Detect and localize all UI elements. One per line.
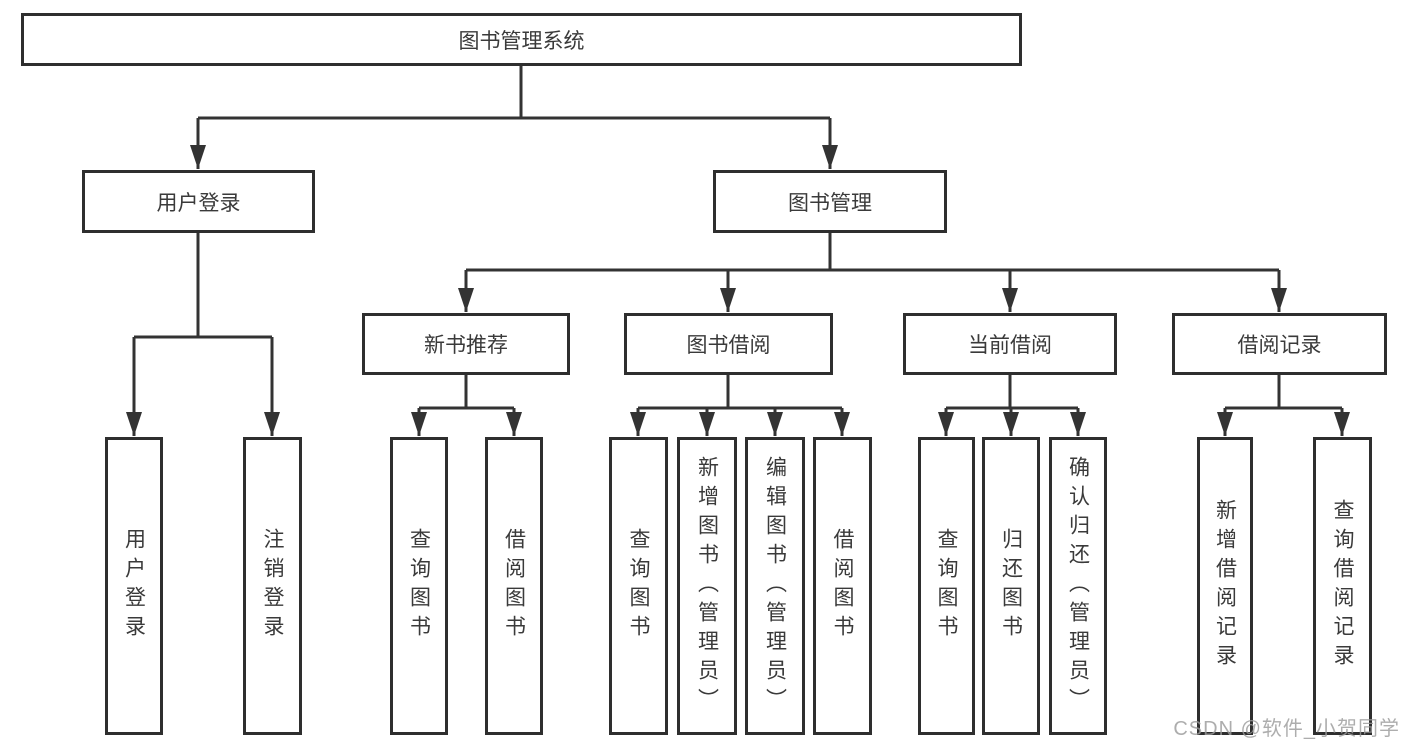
node-label: 图书管理 (788, 191, 872, 215)
node-label: 借阅图书 (502, 528, 526, 644)
leaf-borrow-books-recommend: 借阅图书 (485, 437, 543, 735)
node-label: 查询借阅记录 (1331, 499, 1354, 673)
node-label: 查询图书 (935, 528, 958, 644)
node-label: 用户登录 (122, 528, 146, 644)
node-label: 归还图书 (999, 528, 1023, 644)
leaf-query-borrow-record: 查询借阅记录 (1313, 437, 1372, 735)
node-label: 查询图书 (627, 528, 650, 644)
node-book-management: 图书管理 (713, 170, 947, 233)
node-label: 图书管理系统 (458, 29, 585, 53)
node-new-book-recommendation: 新书推荐 (362, 313, 570, 375)
node-label: 确认归还（管理员） (1066, 455, 1090, 717)
node-label: 注销登录 (261, 528, 284, 644)
node-current-borrowing: 当前借阅 (903, 313, 1117, 375)
node-user-login: 用户登录 (82, 170, 315, 233)
node-borrowing-records: 借阅记录 (1172, 313, 1387, 375)
node-label: 查询图书 (407, 528, 431, 644)
node-label: 新书推荐 (424, 334, 508, 357)
node-library-management-system: 图书管理系统 (21, 13, 1022, 66)
node-label: 借阅记录 (1237, 334, 1322, 357)
node-label: 新增图书（管理员） (695, 455, 719, 717)
leaf-confirm-return-admin: 确认归还（管理员） (1049, 437, 1107, 735)
leaf-logout: 注销登录 (243, 437, 302, 735)
leaf-borrow-books-borrowing: 借阅图书 (813, 437, 872, 735)
leaf-add-book-admin: 新增图书（管理员） (677, 437, 737, 735)
node-label: 图书借阅 (686, 334, 771, 357)
leaf-add-borrow-record: 新增借阅记录 (1197, 437, 1253, 735)
leaf-query-books-borrowing: 查询图书 (609, 437, 668, 735)
node-book-borrowing: 图书借阅 (624, 313, 833, 375)
leaf-return-books: 归还图书 (982, 437, 1040, 735)
leaf-query-books-current: 查询图书 (918, 437, 975, 735)
node-label: 新增借阅记录 (1213, 499, 1237, 673)
leaf-query-books-recommend: 查询图书 (390, 437, 448, 735)
watermark: CSDN @软件_小贺同学 (1173, 718, 1400, 740)
leaf-user-login: 用户登录 (105, 437, 163, 735)
node-label: 编辑图书（管理员） (763, 455, 787, 717)
node-label: 用户登录 (156, 191, 241, 215)
node-label: 借阅图书 (831, 528, 854, 644)
leaf-edit-book-admin: 编辑图书（管理员） (745, 437, 805, 735)
node-label: 当前借阅 (968, 334, 1052, 357)
